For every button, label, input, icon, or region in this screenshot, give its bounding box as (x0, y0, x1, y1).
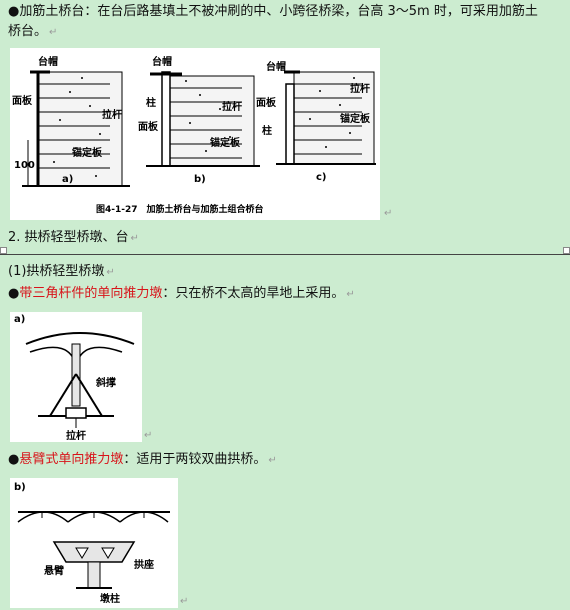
page-corner-right (563, 247, 570, 254)
seat-label: 拱座 (134, 558, 154, 571)
figure-reinforced-abutments-drawing: 台帽 面板 拉杆 锚定板 100 a) 台帽 柱 拉杆 面板 (12, 55, 376, 215)
subsection-heading-light-pier: (1)拱桥轻型桥墩↵ (8, 264, 115, 279)
item-triangle-strut-pier: ●带三角杆件的单向推力墩：只在桥不太高的旱地上采用。↵ (8, 286, 355, 301)
bullet: ● (8, 286, 20, 301)
bullet: ● (8, 452, 20, 467)
panel-c-label: c) (316, 172, 327, 183)
panel-a-cap-label: 台帽 (38, 55, 58, 68)
panel-c-face-label: 面板 (256, 96, 277, 109)
section-heading-arch-piers: 2. 拱桥轻型桥墩、台↵ (8, 230, 139, 245)
figure3-label: b) (14, 482, 26, 493)
strut-label: 斜撑 (95, 376, 116, 389)
page-break-line (0, 254, 570, 255)
tie-label: 拉杆 (66, 429, 86, 442)
triangle-strut-pier-drawing: a) 斜撑 拉杆 (14, 314, 135, 442)
cantilever-pier-drawing: b) 悬臂 拱座 墩柱 (14, 482, 170, 605)
panel-a-face-label: 面板 (12, 94, 33, 107)
figure-triangle-strut-pier: a) 斜撑 拉杆 (10, 312, 142, 442)
panel-c-cap-label: 台帽 (266, 60, 286, 73)
paragraph-reinforced-abutment: ●加筋土桥台：在台后路基填土不被冲刷的中、小跨径桥梁，台高 3～5m 时，可采用… (8, 4, 538, 19)
term-highlight: 带三角杆件的单向推力墩 (19, 286, 163, 301)
panel-c-drawing: 台帽 面板 柱 拉杆 锚定板 c) (256, 60, 376, 183)
panel-b-drawing: 台帽 柱 拉杆 面板 锚定板 b) (138, 55, 260, 185)
figure-cantilever-pier: b) 悬臂 拱座 墩柱 (10, 478, 178, 608)
panel-a-drawing: 台帽 面板 拉杆 锚定板 100 a) (12, 55, 130, 187)
panel-a-tie-label: 拉杆 (102, 108, 122, 121)
cantilever-label: 悬臂 (43, 564, 64, 577)
panel-a-height-label: 100 (14, 160, 35, 171)
return-mark: ↵ (49, 27, 58, 38)
page-corner-left (0, 247, 7, 254)
panel-b-cap-label: 台帽 (152, 55, 172, 68)
pier-label: 墩柱 (100, 592, 120, 605)
panel-a-label: a) (62, 174, 73, 185)
term-highlight: 悬臂式单向推力墩 (19, 452, 124, 467)
return-mark: ↵ (180, 596, 189, 607)
panel-c-column-label: 柱 (262, 124, 272, 137)
item-cantilever-pier: ●悬臂式单向推力墩：适用于两铰双曲拱桥。↵ (8, 452, 277, 467)
return-mark: ↵ (144, 430, 153, 441)
paragraph-reinforced-abutment-cont: 桥台。↵ (8, 24, 58, 39)
return-mark: ↵ (130, 233, 139, 244)
return-mark: ↵ (346, 289, 355, 300)
figure2-label: a) (14, 314, 25, 325)
figure-reinforced-abutments: 台帽 面板 拉杆 锚定板 100 a) 台帽 柱 拉杆 面板 (10, 48, 380, 220)
panel-a-anchor-label: 锚定板 (72, 146, 103, 159)
panel-b-column-label: 柱 (146, 96, 156, 109)
panel-b-tie-label: 拉杆 (222, 100, 242, 113)
panel-c-anchor-label: 锚定板 (340, 112, 371, 125)
return-mark: ↵ (268, 455, 277, 466)
panel-c-tie-label: 拉杆 (350, 82, 370, 95)
panel-b-anchor-label: 锚定板 (210, 136, 241, 149)
return-mark: ↵ (106, 267, 115, 278)
panel-b-face-label: 面板 (138, 120, 159, 133)
return-mark: ↵ (384, 208, 393, 219)
figure-caption: 图4-1-27 加筋土桥台与加筋土组合桥台 (96, 203, 264, 215)
panel-b-label: b) (194, 174, 206, 185)
